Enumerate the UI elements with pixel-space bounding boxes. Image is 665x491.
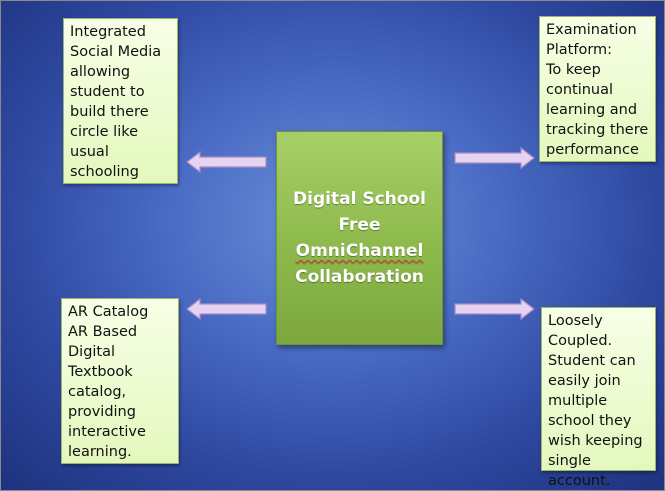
arrow-left-bottom-icon <box>186 298 267 320</box>
center-title: Digital School Free OmniChannel Collabor… <box>293 186 426 290</box>
arrow-right-bottom-icon <box>454 298 535 320</box>
center-title-line-1: Digital School <box>293 189 426 209</box>
center-box: Digital School Free OmniChannel Collabor… <box>276 131 443 345</box>
ar-catalog-box: AR Catalog AR Based Digital Textbook cat… <box>61 298 179 464</box>
arrow-left-top-icon <box>186 151 267 173</box>
center-title-line-4: Collaboration <box>295 267 424 287</box>
arrow-right-top-icon <box>454 147 535 169</box>
center-title-line-3: OmniChannel <box>295 241 424 261</box>
loosely-coupled-box: Loosely Coupled. Student can easily join… <box>541 307 656 489</box>
examination-platform-box: Examination Platform: To keep continual … <box>539 16 656 162</box>
center-title-line-2: Free <box>338 215 381 235</box>
social-media-box: Integrated Social Media allowing student… <box>63 18 178 184</box>
